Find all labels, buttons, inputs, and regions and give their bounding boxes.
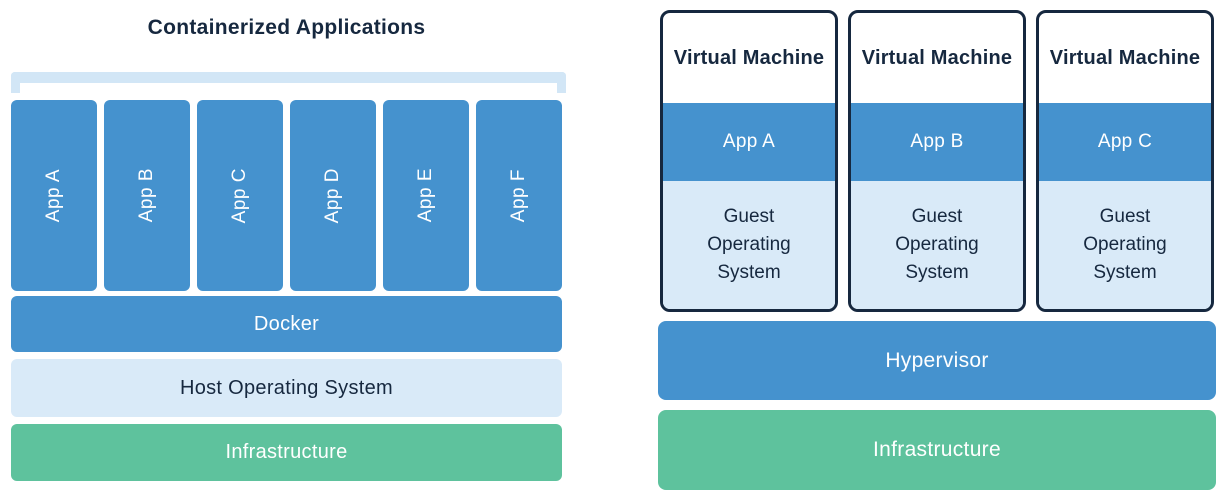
vm-title: Virtual Machine — [1049, 46, 1201, 69]
vm-guest-os-section: Guest Operating System — [1039, 181, 1211, 309]
containerized-applications-panel: Containerized Applications App A App B A… — [11, 0, 566, 501]
app-columns: App A App B App C App D App E App F — [11, 100, 562, 291]
docker-layer-label: Docker — [253, 312, 320, 335]
hypervisor-layer: Hypervisor — [658, 321, 1216, 400]
app-column-e: App E — [383, 100, 469, 291]
app-column-label: App B — [136, 168, 157, 223]
infrastructure-layer-left: Infrastructure — [11, 424, 562, 481]
infrastructure-layer-right: Infrastructure — [658, 410, 1216, 490]
vm-title: Virtual Machine — [673, 46, 825, 69]
vm-guest-os-section: Guest Operating System — [663, 181, 835, 309]
host-operating-system-label: Host Operating System — [179, 376, 394, 399]
app-column-f: App F — [476, 100, 562, 291]
virtual-machines-panel: Virtual Machine App A Guest Operating Sy… — [658, 0, 1216, 501]
vm-box-1: Virtual Machine App A Guest Operating Sy… — [660, 10, 838, 312]
app-column-b: App B — [104, 100, 190, 291]
app-column-label: App C — [229, 167, 250, 224]
app-column-label: App A — [43, 168, 64, 223]
containers-group-bracket — [11, 72, 566, 93]
vm-app-section: App B — [851, 103, 1023, 181]
app-column-label: App E — [415, 168, 436, 223]
vm-box-2: Virtual Machine App B Guest Operating Sy… — [848, 10, 1026, 312]
app-column-label: App D — [322, 167, 343, 224]
infrastructure-label-left: Infrastructure — [225, 441, 348, 463]
infrastructure-label-right: Infrastructure — [873, 438, 1001, 461]
vm-box-3: Virtual Machine App C Guest Operating Sy… — [1036, 10, 1214, 312]
hypervisor-label: Hypervisor — [885, 348, 989, 372]
docker-layer: Docker — [11, 296, 562, 352]
vm-row: Virtual Machine App A Guest Operating Sy… — [660, 10, 1214, 312]
vm-app-section: App A — [663, 103, 835, 181]
app-column-c: App C — [197, 100, 283, 291]
containerized-applications-title: Containerized Applications — [147, 16, 426, 39]
vm-title: Virtual Machine — [861, 46, 1013, 69]
host-operating-system-layer: Host Operating System — [11, 359, 562, 417]
vm-app-section: App C — [1039, 103, 1211, 181]
app-column-label: App F — [508, 168, 529, 223]
app-column-d: App D — [290, 100, 376, 291]
app-column-a: App A — [11, 100, 97, 291]
vm-guest-os-section: Guest Operating System — [851, 181, 1023, 309]
